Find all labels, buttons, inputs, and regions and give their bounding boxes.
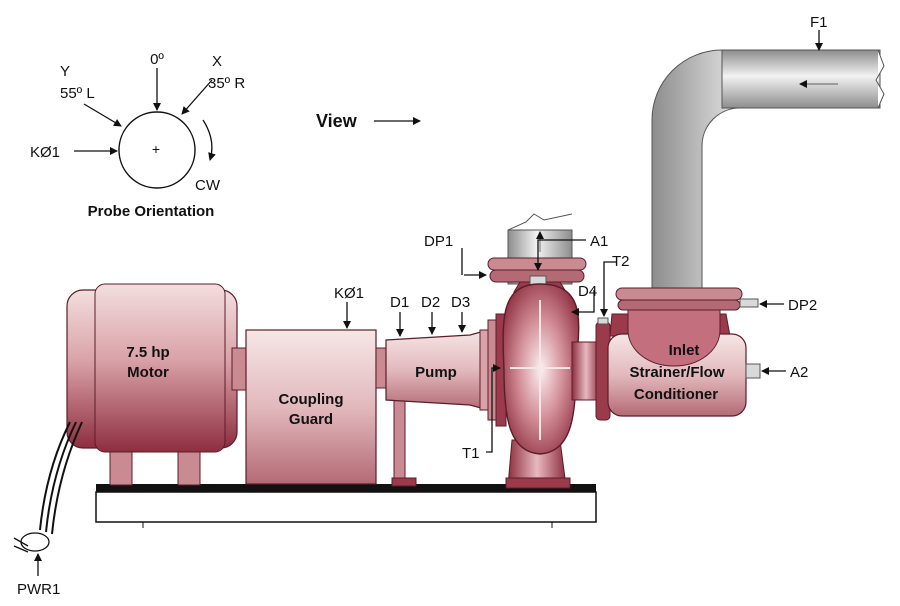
d3-label: D3 bbox=[451, 294, 470, 311]
motor: 7.5 hp Motor bbox=[66, 283, 247, 486]
a1-arrow bbox=[534, 239, 586, 271]
orientation-title: Probe Orientation bbox=[88, 203, 215, 220]
pump-label: Pump bbox=[415, 364, 457, 381]
k01-probe-label: KØ1 bbox=[334, 285, 364, 302]
baseplate bbox=[95, 491, 597, 523]
power-cable bbox=[13, 421, 83, 553]
f1-label: F1 bbox=[810, 14, 828, 31]
coupling-guard: Coupling Guard bbox=[245, 329, 377, 485]
inlet-label-line1: Inlet bbox=[669, 342, 700, 359]
rotation-arrow bbox=[202, 119, 216, 161]
center-mark: + bbox=[152, 141, 160, 157]
t2-arrow bbox=[600, 261, 616, 317]
y-label: Y bbox=[60, 63, 70, 80]
pwr1-label: PWR1 bbox=[17, 581, 60, 598]
pump-bearing-housing: Pump bbox=[375, 313, 507, 487]
k01-orientation-label: KØ1 bbox=[30, 144, 60, 161]
coupling-guard-line2: Guard bbox=[289, 411, 333, 428]
inlet-label-line2: Strainer/Flow bbox=[629, 364, 724, 381]
t1-arrow bbox=[486, 364, 501, 453]
d2-label: D2 bbox=[421, 294, 440, 311]
orientation-circle bbox=[118, 111, 196, 189]
d1-label: D1 bbox=[390, 294, 409, 311]
d4-label: D4 bbox=[578, 283, 597, 300]
discharge-elbow-pipe bbox=[651, 49, 885, 291]
y-angle-label: 55º L bbox=[60, 85, 95, 102]
probe-orientation-diagram: + 0º X 35º R Y 55º L KØ1 CW Probe Orient… bbox=[30, 51, 245, 220]
t2-label: T2 bbox=[612, 253, 630, 270]
pump-volute-casing bbox=[487, 213, 587, 489]
a2-label: A2 bbox=[790, 364, 808, 381]
x-probe-arrow bbox=[181, 79, 213, 115]
d4-arrow bbox=[571, 290, 595, 316]
coupling-guard-line1: Coupling bbox=[279, 391, 344, 408]
t1-label: T1 bbox=[462, 445, 480, 462]
zero-degree-label: 0º bbox=[150, 51, 164, 68]
base-top-rail bbox=[96, 484, 596, 492]
a1-label: A1 bbox=[590, 233, 608, 250]
x-angle-label: 35º R bbox=[208, 75, 245, 92]
dp2-label: DP2 bbox=[788, 297, 817, 314]
y-probe-arrow bbox=[83, 103, 122, 127]
motor-label-line2: Motor bbox=[127, 364, 169, 381]
inlet-strainer: Inlet Strainer/Flow Conditioner bbox=[571, 287, 761, 421]
dp1-label: DP1 bbox=[424, 233, 453, 250]
rotation-label: CW bbox=[195, 177, 221, 194]
view-label: View bbox=[316, 111, 358, 131]
inlet-label-line3: Conditioner bbox=[634, 386, 718, 403]
motor-label-line1: 7.5 hp bbox=[126, 344, 169, 361]
x-label: X bbox=[212, 53, 222, 70]
